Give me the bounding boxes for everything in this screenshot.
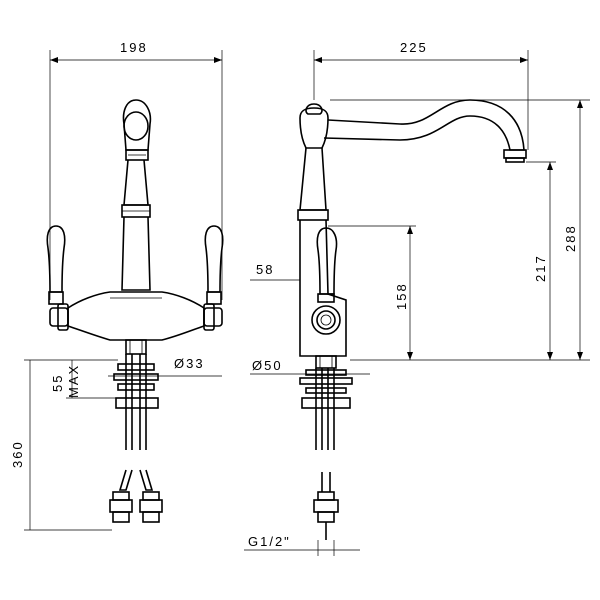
- dim-max-label: MAX: [66, 364, 81, 398]
- dim-base-diameter-left: Ø33: [174, 356, 205, 371]
- dim-height-body: 360: [10, 440, 25, 468]
- side-view: [297, 99, 527, 540]
- front-view-dimensions: 198 360 55 MAX Ø33: [10, 40, 223, 531]
- dim-width-left: 198: [120, 40, 148, 55]
- dim-height-handle: 158: [394, 282, 409, 310]
- dim-handle-offset: 58: [256, 262, 274, 277]
- dim-height-total: 288: [563, 224, 578, 252]
- front-view: [46, 99, 224, 523]
- side-view-dimensions: 225 288 217 158 58 Ø50 G1/2": [244, 40, 590, 556]
- dim-thread: G1/2": [248, 534, 291, 549]
- dim-base-diameter-right: Ø50: [252, 358, 283, 373]
- dim-max-thickness: 55: [50, 374, 65, 392]
- dim-width-right: 225: [400, 40, 428, 55]
- dim-height-spout: 217: [533, 254, 548, 282]
